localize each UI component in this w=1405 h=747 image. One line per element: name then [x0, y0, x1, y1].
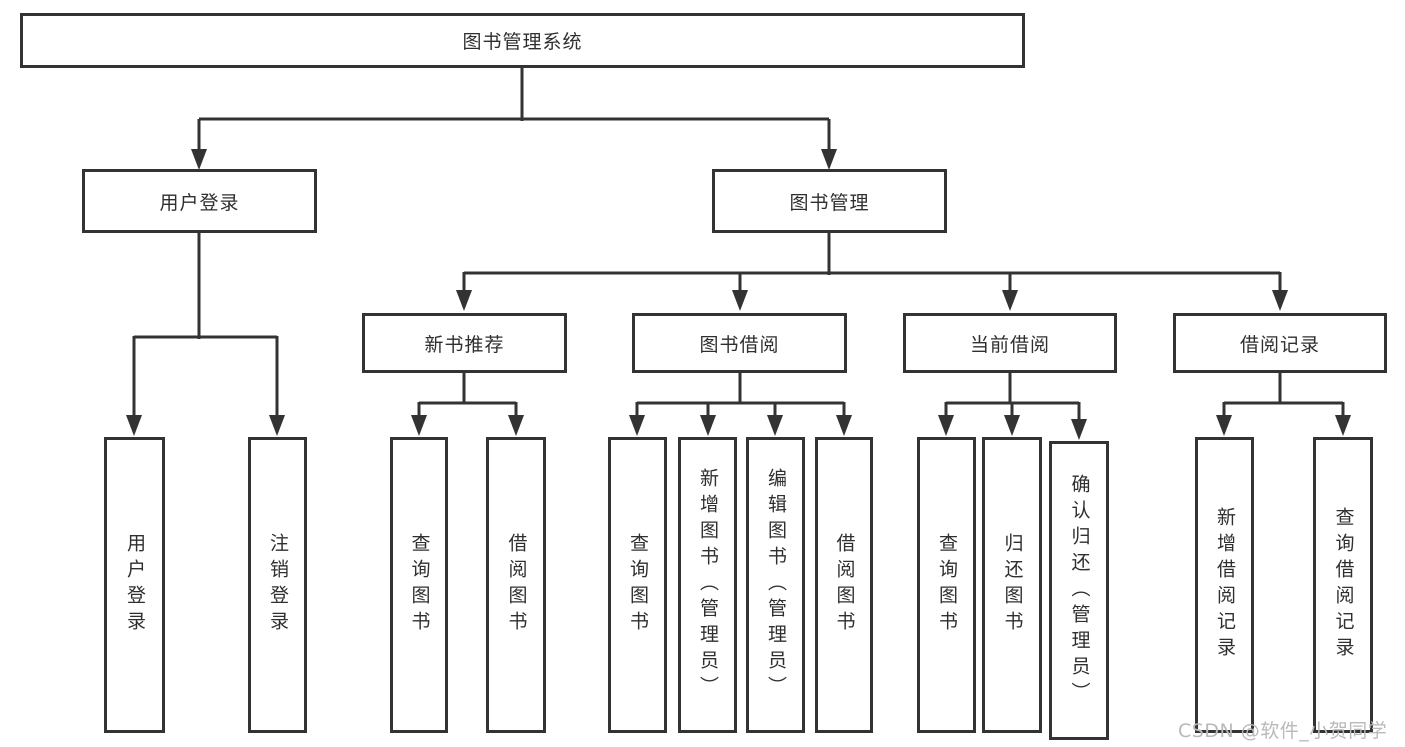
connector-bookborrow-to-leaves — [629, 373, 852, 436]
leaf-return-books-label: 归还图书 — [1001, 533, 1024, 637]
node-borrow-records: 借阅记录 — [1173, 313, 1387, 373]
leaf-query-books-2-label: 查询图书 — [627, 533, 649, 637]
node-user-login-label: 用户登录 — [159, 191, 240, 214]
connector-bookmgmt-to-level3 — [456, 233, 1288, 311]
leaf-add-books-admin: 新增图书（管理员） — [678, 437, 737, 733]
leaf-query-borrow-record: 查询借阅记录 — [1313, 437, 1373, 733]
leaf-borrow-books-1: 借阅图书 — [486, 437, 546, 733]
leaf-query-books-1: 查询图书 — [390, 437, 448, 733]
leaf-query-books-1-label: 查询图书 — [408, 533, 431, 637]
connector-newbooks-to-leaves — [411, 373, 524, 436]
csdn-watermark: CSDN @软件_小贺同学 — [1178, 720, 1388, 742]
node-new-book-recommend-label: 新书推荐 — [424, 333, 505, 356]
leaf-query-books-3: 查询图书 — [917, 437, 976, 733]
node-book-borrow-label: 图书借阅 — [699, 333, 780, 356]
node-book-borrow: 图书借阅 — [632, 313, 847, 373]
leaf-query-borrow-record-label: 查询借阅记录 — [1332, 507, 1355, 663]
node-root-label: 图书管理系统 — [462, 31, 583, 53]
node-book-management: 图书管理 — [712, 169, 947, 233]
connector-root-to-level2 — [191, 68, 837, 170]
leaf-add-borrow-record: 新增借阅记录 — [1195, 437, 1254, 733]
leaf-user-login-label: 用户登录 — [124, 533, 146, 637]
leaf-user-login: 用户登录 — [104, 437, 165, 733]
leaf-borrow-books-1-label: 借阅图书 — [505, 533, 528, 637]
leaf-confirm-return-admin-label: 确认归还（管理员） — [1068, 473, 1091, 708]
leaf-borrow-books-2: 借阅图书 — [815, 437, 873, 733]
leaf-logout: 注销登录 — [248, 437, 307, 733]
leaf-query-books-2: 查询图书 — [608, 437, 667, 733]
node-user-login: 用户登录 — [82, 169, 317, 233]
leaf-return-books: 归还图书 — [982, 437, 1042, 733]
connector-userlogin-to-leaves — [126, 233, 285, 436]
node-current-borrow-label: 当前借阅 — [969, 333, 1050, 356]
leaf-edit-books-admin: 编辑图书（管理员） — [746, 437, 805, 733]
connector-borrowrecords-to-leaves — [1216, 373, 1351, 436]
leaf-add-borrow-record-label: 新增借阅记录 — [1214, 507, 1236, 663]
leaf-query-books-3-label: 查询图书 — [936, 533, 958, 637]
leaf-logout-label: 注销登录 — [267, 533, 289, 637]
leaf-confirm-return-admin: 确认归还（管理员） — [1049, 441, 1109, 740]
leaf-borrow-books-2-label: 借阅图书 — [833, 533, 856, 637]
leaf-edit-books-admin-label: 编辑图书（管理员） — [765, 468, 787, 702]
leaf-add-books-admin-label: 新增图书（管理员） — [697, 468, 719, 702]
connector-currentborrow-to-leaves — [938, 373, 1087, 440]
node-current-borrow: 当前借阅 — [903, 313, 1117, 373]
node-new-book-recommend: 新书推荐 — [362, 313, 567, 373]
node-book-management-label: 图书管理 — [789, 191, 870, 214]
node-root: 图书管理系统 — [20, 13, 1025, 68]
node-borrow-records-label: 借阅记录 — [1239, 333, 1320, 356]
